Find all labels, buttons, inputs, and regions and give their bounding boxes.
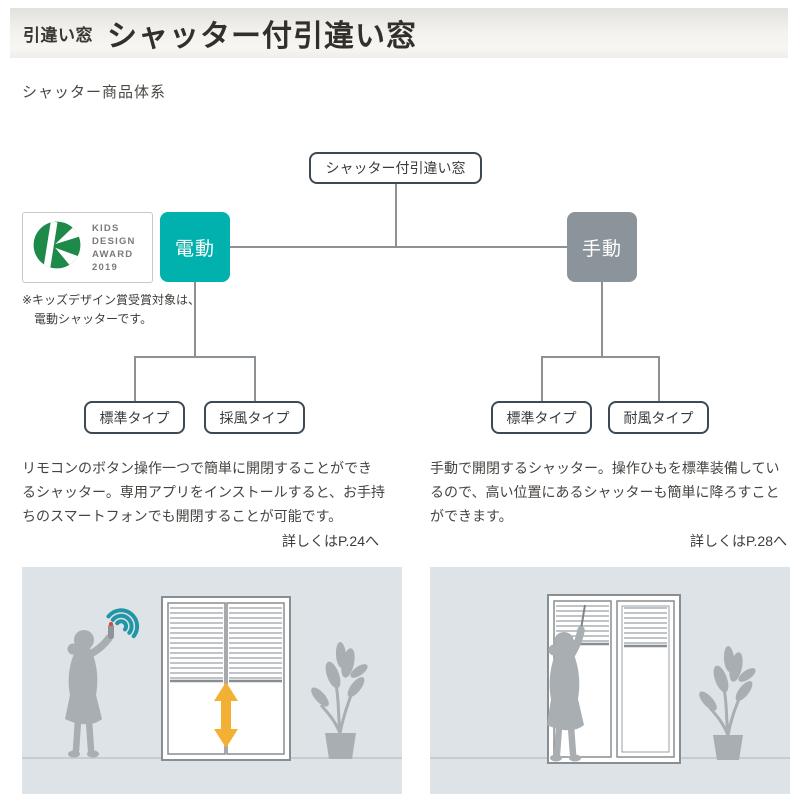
up-down-arrow-icon bbox=[214, 682, 238, 748]
kids-design-award-text: KIDS DESIGN AWARD 2019 bbox=[92, 222, 136, 273]
manual-node: 手動 bbox=[567, 212, 637, 282]
connector-electric-drop bbox=[194, 282, 196, 356]
electric-more-link: 詳しくはP.24へ bbox=[282, 533, 379, 549]
award-note: ※キッズデザイン賞受賞対象は、 電動シャッターです。 bbox=[22, 293, 201, 326]
remote-shutter-scene bbox=[22, 596, 402, 761]
leaf-manual-windresistant: 耐風タイプ bbox=[608, 401, 709, 434]
connector-main-horizontal bbox=[230, 246, 568, 248]
person-silhouette bbox=[65, 630, 113, 758]
shutter-window bbox=[161, 596, 291, 761]
manual-illustration bbox=[430, 567, 790, 794]
connector-manual-leaf2-drop bbox=[658, 356, 660, 401]
leaf-electric-ventilation: 採風タイプ bbox=[204, 401, 305, 434]
kids-design-award-badge: KIDS DESIGN AWARD 2019 bbox=[22, 212, 153, 283]
connector-root-drop bbox=[395, 184, 397, 246]
cord-shutter-scene bbox=[430, 594, 790, 764]
page-header: 引違い窓 シャッター付引違い窓 bbox=[10, 8, 788, 58]
diagram-root-node: シャッター付引違い窓 bbox=[309, 152, 482, 184]
kids-design-k-icon bbox=[30, 218, 84, 277]
plant-silhouette bbox=[699, 646, 756, 760]
leaf-electric-standard: 標準タイプ bbox=[84, 401, 185, 434]
manual-description: 手動で開閉するシャッター。操作ひもを標準装備してい るので、高い位置にあるシャッ… bbox=[430, 460, 780, 524]
connector-manual-leaf1-drop bbox=[541, 356, 543, 401]
connector-electric-leaf1-drop bbox=[134, 356, 136, 401]
connector-electric-leaf2-drop bbox=[254, 356, 256, 401]
leaf-manual-standard: 標準タイプ bbox=[491, 401, 592, 434]
plant-silhouette bbox=[311, 642, 368, 759]
connector-electric-horizontal bbox=[134, 356, 256, 358]
remote-control-icon bbox=[108, 622, 114, 639]
manual-more-link: 詳しくはP.28へ bbox=[690, 533, 787, 549]
header-category-label: 引違い窓 bbox=[23, 25, 93, 45]
connector-manual-horizontal bbox=[541, 356, 660, 358]
electric-description: リモコンのボタン操作一つで簡単に開閉することができ るシャッター。専用アプリをイ… bbox=[22, 460, 386, 524]
page-title: シャッター付引違い窓 bbox=[107, 20, 417, 53]
electric-illustration bbox=[22, 567, 402, 794]
electric-node: 電動 bbox=[160, 212, 230, 282]
pull-cord-icon bbox=[580, 604, 586, 630]
wifi-signal-icon bbox=[106, 608, 140, 639]
connector-manual-drop bbox=[601, 282, 603, 356]
section-title: シャッター商品体系 bbox=[22, 84, 167, 101]
person-silhouette bbox=[547, 626, 585, 762]
